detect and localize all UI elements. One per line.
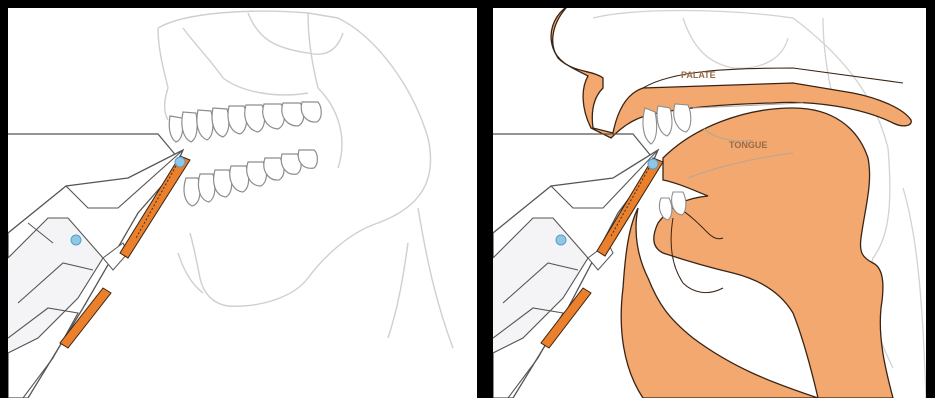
handheld-device xyxy=(8,150,183,398)
left-panel-skull-view xyxy=(8,8,477,398)
upper-teeth xyxy=(169,102,321,142)
crosssection-illustration: PALATE TONGUE xyxy=(493,8,926,398)
pointer-line xyxy=(8,134,178,158)
blue-dot-icon xyxy=(556,235,566,245)
sensor-dot-icon xyxy=(175,157,185,167)
pointer-line xyxy=(493,134,651,156)
tongue-label: TONGUE xyxy=(729,140,767,150)
skull-illustration xyxy=(8,8,477,398)
blue-dot-icon xyxy=(71,235,81,245)
sensor-dot-icon xyxy=(648,159,658,169)
palate-label: PALATE xyxy=(681,70,716,80)
right-panel-crosssection-view: PALATE TONGUE xyxy=(493,8,926,398)
lower-teeth xyxy=(184,150,317,206)
